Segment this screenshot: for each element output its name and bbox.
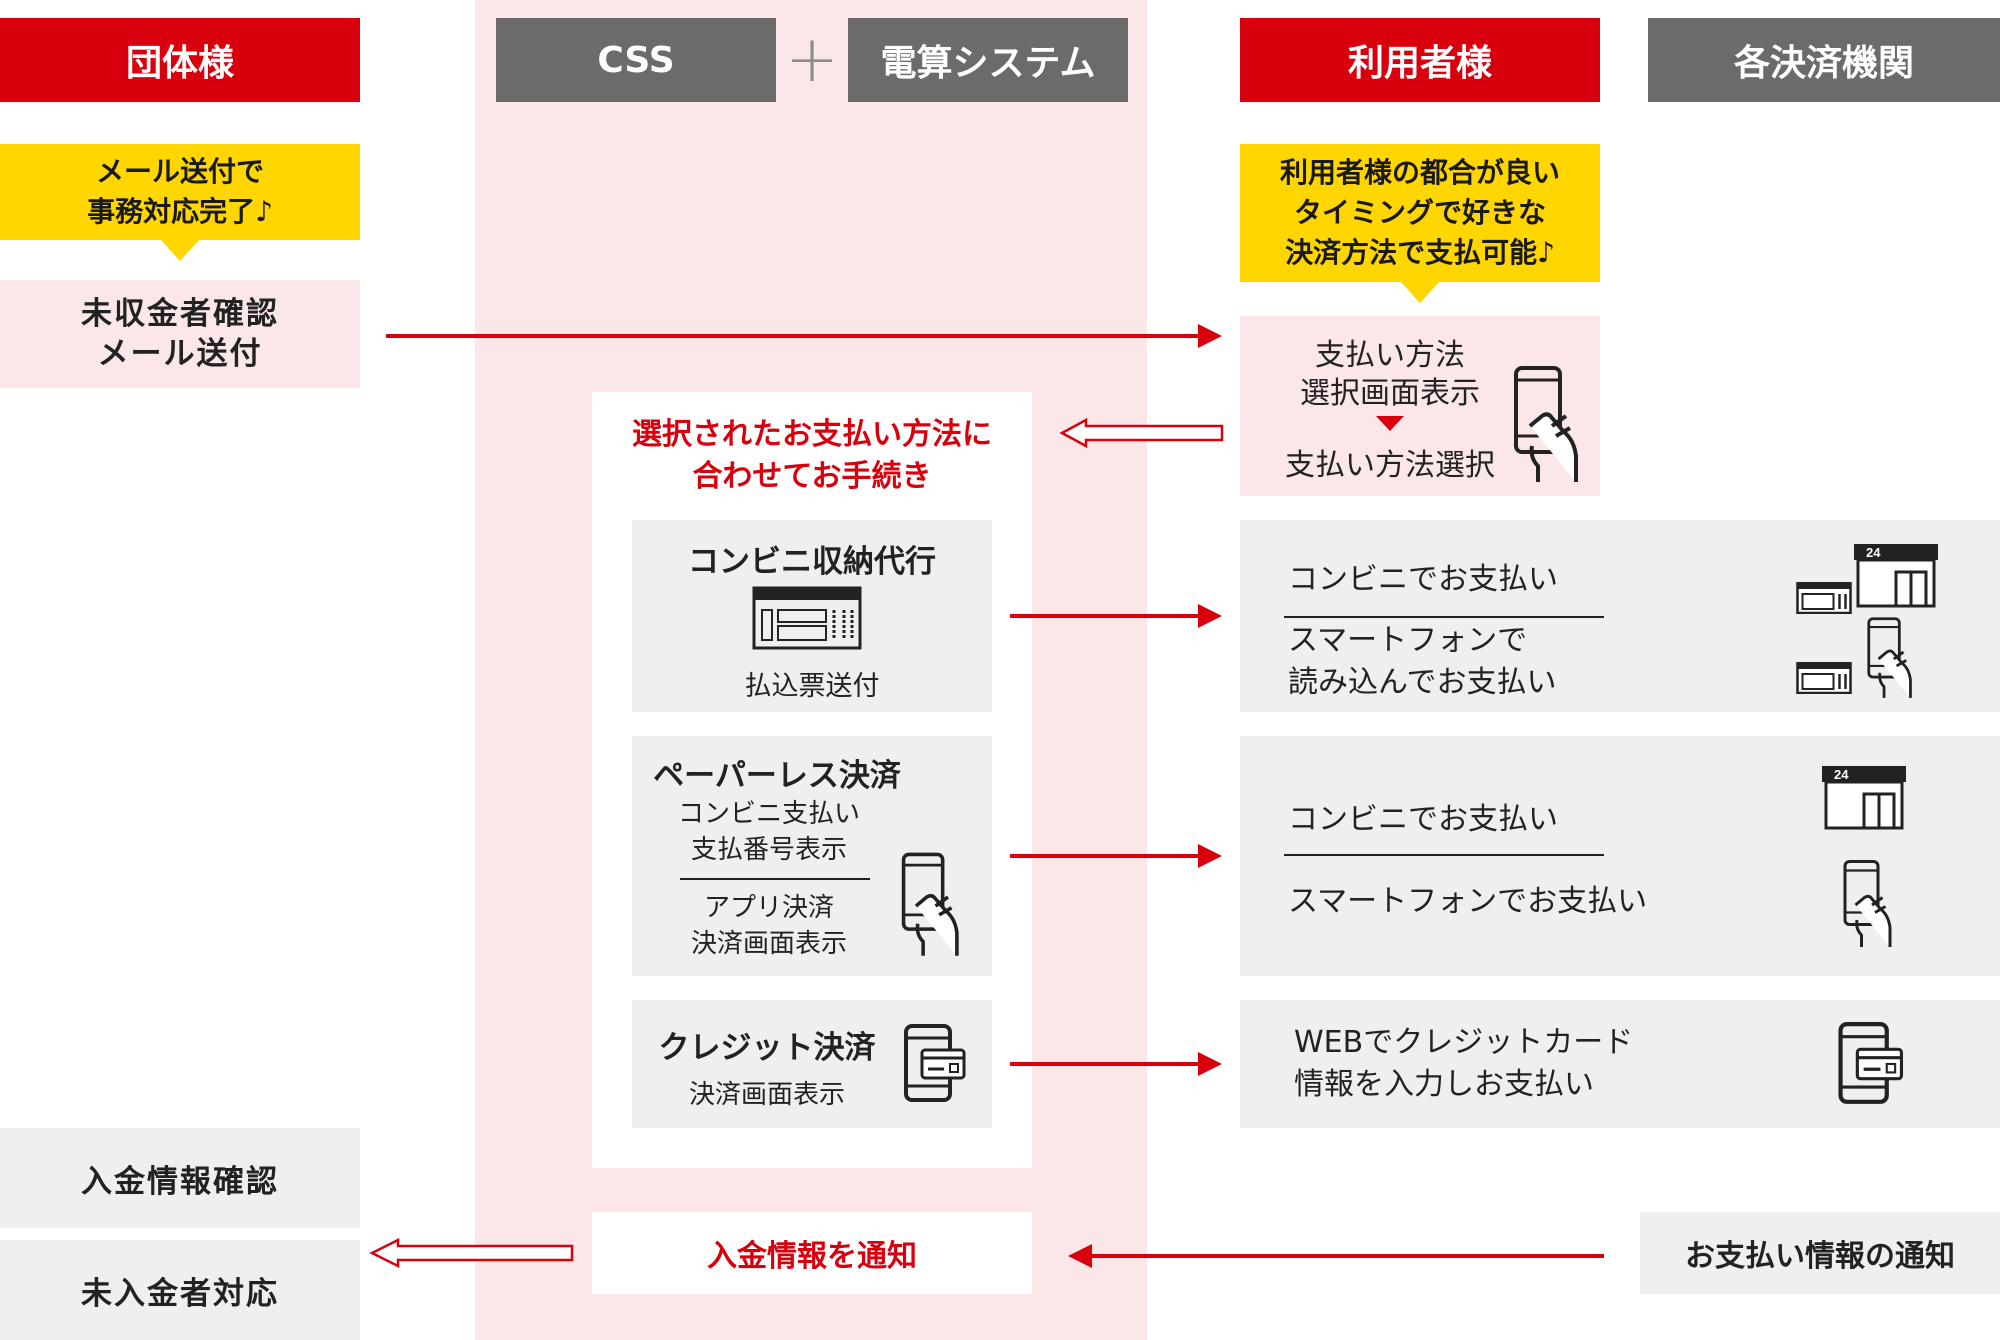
select-down-triangle-icon	[1376, 416, 1404, 431]
convenience-store-icon: 24	[1854, 544, 1938, 608]
user-callout-pointer	[1400, 281, 1440, 303]
user-conveni-divider	[1284, 616, 1604, 618]
css-notify-box: 入金情報を通知	[592, 1212, 1032, 1294]
method-conveni-box: コンビニ収納代行 払込票送付	[632, 520, 992, 712]
convenience-store-icon: 24	[1822, 766, 1906, 830]
user-credit-text: WEBでクレジットカード 情報を入力しお支払い	[1294, 1025, 1634, 1102]
arrow-notify-to-group	[369, 1237, 574, 1269]
arrow-mail-to-user	[386, 324, 1222, 348]
payment-slip-icon	[752, 586, 862, 650]
smartphone-hand-icon	[1843, 860, 1892, 947]
user-select-line3: 支払い方法選択	[1285, 448, 1495, 483]
user-payment-select-panel: 支払い方法 選択画面表示 支払い方法選択	[1240, 316, 1600, 496]
group-unpaid-handling-step: 未入金者対応	[0, 1240, 360, 1340]
user-paperless-box: コンビニでお支払い スマートフォンでお支払い 24	[1240, 736, 2000, 976]
header-settlement: 各決済機関	[1648, 18, 2000, 102]
credit-card-phone-icon	[904, 1024, 966, 1102]
settlement-notify-box: お支払い情報の通知	[1640, 1212, 2000, 1294]
header-user: 利用者様	[1240, 18, 1600, 102]
group-callout-pointer	[160, 239, 200, 261]
user-paperless-divider	[1284, 854, 1604, 856]
payment-slip-icon	[1796, 582, 1852, 614]
user-conveni-a: コンビニでお支払い	[1288, 562, 1558, 597]
arrow-conveni-to-user	[1010, 604, 1222, 628]
method-conveni-title: コンビニ収納代行	[688, 544, 936, 580]
method-paperless-app-lines: アプリ決済 決済画面表示	[690, 893, 847, 959]
credit-card-phone-icon	[1838, 1022, 1904, 1104]
user-conveni-b: スマートフォンで 読み込んでお支払い	[1288, 623, 1557, 700]
user-select-line1: 支払い方法	[1315, 338, 1465, 373]
header-plus-sign: +	[785, 23, 839, 97]
method-credit-box: クレジット決済 決済画面表示	[632, 1000, 992, 1128]
method-credit-title: クレジット決済	[658, 1030, 876, 1066]
smartphone-hand-icon	[901, 852, 959, 956]
arrow-selection-to-css	[1059, 417, 1224, 449]
method-paperless-title: ペーパーレス決済	[653, 758, 901, 794]
group-unpaid-check-step: 未収金者確認 メール送付	[0, 280, 360, 388]
user-paperless-a: コンビニでお支払い	[1288, 802, 1558, 837]
header-css: CSS	[496, 18, 776, 102]
css-procedure-title: 選択されたお支払い方法に 合わせてお手続き	[632, 417, 992, 494]
store-sign-text: 24	[1866, 545, 1881, 560]
user-callout: 利用者様の都合が良い タイミングで好きな 決済方法で支払可能♪	[1240, 144, 1600, 282]
group-payment-confirm-step: 入金情報確認	[0, 1128, 360, 1228]
store-sign-text: 24	[1834, 767, 1849, 782]
group-callout: メール送付で 事務対応完了♪	[0, 144, 360, 240]
user-select-line2: 選択画面表示	[1300, 376, 1480, 411]
smartphone-hand-icon	[1867, 617, 1912, 698]
arrow-settlement-to-css	[1068, 1244, 1604, 1268]
smartphone-hand-icon	[1514, 366, 1578, 482]
header-densan-system: 電算システム	[848, 18, 1128, 102]
method-credit-sub: 決済画面表示	[688, 1080, 845, 1110]
method-conveni-sub: 払込票送付	[744, 671, 880, 702]
header-group: 団体様	[0, 18, 360, 102]
method-paperless-conveni-lines: コンビニ支払い 支払番号表示	[677, 799, 860, 865]
user-conveni-box: コンビニでお支払い スマートフォンで 読み込んでお支払い 24	[1240, 520, 2000, 712]
arrow-credit-to-user	[1010, 1052, 1222, 1076]
method-paperless-divider	[680, 878, 870, 880]
user-credit-box: WEBでクレジットカード 情報を入力しお支払い	[1240, 1000, 2000, 1128]
arrow-paperless-to-user	[1010, 844, 1222, 868]
user-paperless-b: スマートフォンでお支払い	[1288, 884, 1648, 919]
method-paperless-box: ペーパーレス決済 コンビニ支払い 支払番号表示 アプリ決済 決済画面表示	[632, 736, 992, 976]
payment-slip-icon	[1796, 662, 1852, 694]
